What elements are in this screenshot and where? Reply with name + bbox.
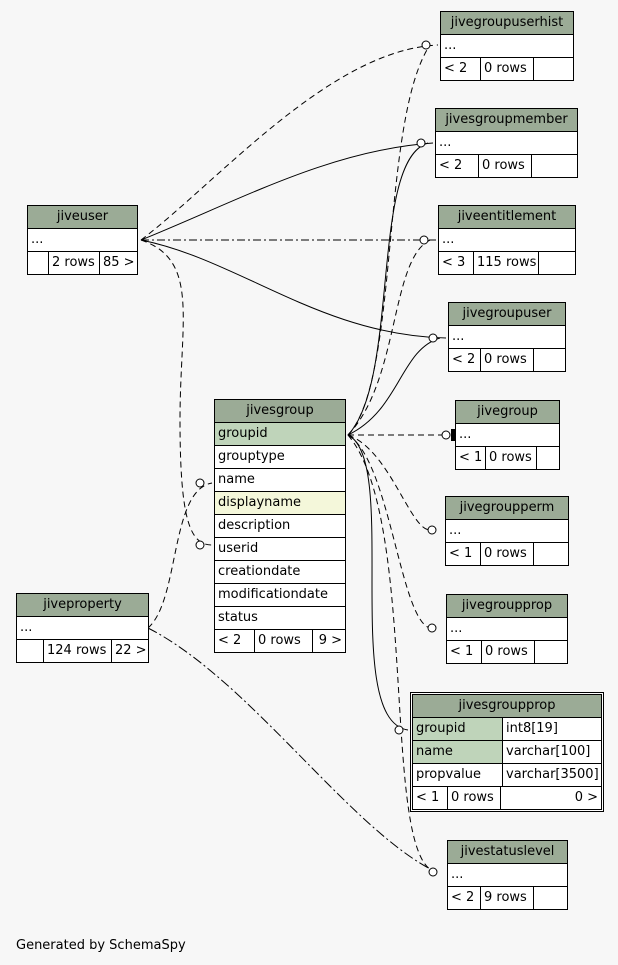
column-displayname: displayname: [215, 492, 345, 515]
edge-jivesgroup-jivegroupuserhist: [347, 44, 431, 436]
table-footer: < 1 0 rows: [456, 447, 559, 469]
column-modificationdate: modificationdate: [215, 584, 345, 607]
column-groupid: groupid: [215, 423, 345, 446]
table-title: jivesgroup: [215, 400, 345, 423]
table-jivesgroup[interactable]: jivesgroup groupid grouptype name displa…: [214, 399, 346, 653]
generated-by-note: Generated by SchemaSpy: [16, 938, 186, 953]
table-title: jiveproperty: [17, 594, 148, 617]
table-row: ...: [436, 132, 577, 155]
table-jiveproperty[interactable]: jiveproperty ... 124 rows 22 >: [16, 593, 149, 663]
column-description: description: [215, 515, 345, 538]
edge-jiveuser-jivegroupuser: [140, 239, 447, 339]
table-row: ...: [439, 229, 575, 252]
edge-jivesgroup-jivegroupperm: [347, 434, 431, 531]
table-footer: < 1 0 rows 0 >: [413, 787, 601, 809]
table-row: ...: [446, 520, 568, 543]
table-row: ...: [456, 424, 559, 447]
table-footer: < 2 9 rows: [448, 887, 567, 909]
table-footer: < 2 0 rows: [441, 58, 573, 80]
table-jivegroupuser[interactable]: jivegroupuser ... < 2 0 rows: [448, 302, 566, 372]
table-footer: 124 rows 22 >: [17, 640, 148, 662]
table-jivegroupperm[interactable]: jivegroupperm ... < 1 0 rows: [445, 496, 569, 566]
table-jivesgroupmember[interactable]: jivesgroupmember ... < 2 0 rows: [435, 108, 578, 178]
edge-jivesgroup-jivesgroupmember: [347, 142, 429, 436]
column-creationdate: creationdate: [215, 561, 345, 584]
table-footer: < 3 115 rows: [439, 252, 575, 274]
column-name: name: [215, 469, 345, 492]
table-title: jivesgroupmember: [436, 109, 577, 132]
table-footer: < 1 0 rows: [447, 641, 567, 663]
table-footer: < 1 0 rows: [446, 543, 568, 565]
table-row: ...: [447, 618, 567, 641]
table-title: jivegroupuser: [449, 303, 565, 326]
table-jivegroup[interactable]: jivegroup ... < 1 0 rows: [455, 400, 560, 470]
table-title: jiveuser: [28, 206, 137, 229]
table-jivestatuslevel[interactable]: jivestatuslevel ... < 2 9 rows: [447, 840, 568, 910]
table-title: jiveentitlement: [439, 206, 575, 229]
table-row: ...: [449, 326, 565, 349]
edge-jivesgroup-jivesgroupprop: [347, 434, 409, 731]
edge-jiveproperty-jivesgroup: [147, 482, 213, 629]
table-footer: < 2 0 rows: [436, 155, 577, 177]
edge-jiveuser-jivesgroup: [140, 239, 213, 546]
edge-jiveuser-jivesgroupmember: [140, 142, 434, 241]
column-groupid: groupid int8[19]: [413, 718, 601, 741]
table-title: jivegroupperm: [446, 497, 568, 520]
table-title: jivegroup: [456, 401, 559, 424]
column-userid: userid: [215, 538, 345, 561]
column-status: status: [215, 607, 345, 630]
table-jivegroupprop[interactable]: jivegroupprop ... < 1 0 rows: [446, 594, 568, 664]
edge-jiveproperty-jivestatuslevel: [147, 627, 437, 873]
table-footer: < 2 0 rows: [449, 349, 565, 371]
edge-jivesgroup-jivestatuslevel: [347, 434, 437, 873]
column-propvalue: propvalue varchar[3500]: [413, 764, 601, 787]
table-jivegroupuserhist[interactable]: jivegroupuserhist ... < 2 0 rows: [440, 11, 574, 81]
column-name: name varchar[100]: [413, 741, 601, 764]
table-title: jivegroupprop: [447, 595, 567, 618]
table-row: ...: [448, 864, 567, 887]
table-title: jivegroupuserhist: [441, 12, 573, 35]
table-row: ...: [441, 35, 573, 58]
table-jivesgroupprop[interactable]: jivesgroupprop groupid int8[19] name var…: [410, 692, 604, 812]
edge-jivesgroup-jiveentitlement: [347, 239, 431, 436]
column-grouptype: grouptype: [215, 446, 345, 469]
table-title: jivestatuslevel: [448, 841, 567, 864]
table-row: ...: [17, 617, 148, 640]
table-jiveentitlement[interactable]: jiveentitlement ... < 3 115 rows: [438, 205, 576, 275]
table-jiveuser[interactable]: jiveuser ... 2 rows 85 >: [27, 205, 138, 275]
edge-jivesgroup-jivegroupprop: [347, 434, 431, 629]
edge-jiveuser-jivegroupuserhist: [140, 44, 439, 241]
table-footer: 2 rows 85 >: [28, 252, 137, 274]
table-row: ...: [28, 229, 137, 252]
table-footer: < 2 0 rows 9 >: [215, 630, 345, 652]
table-title: jivesgroupprop: [413, 695, 601, 718]
edge-jivesgroup-jivegroupuser: [347, 337, 441, 436]
